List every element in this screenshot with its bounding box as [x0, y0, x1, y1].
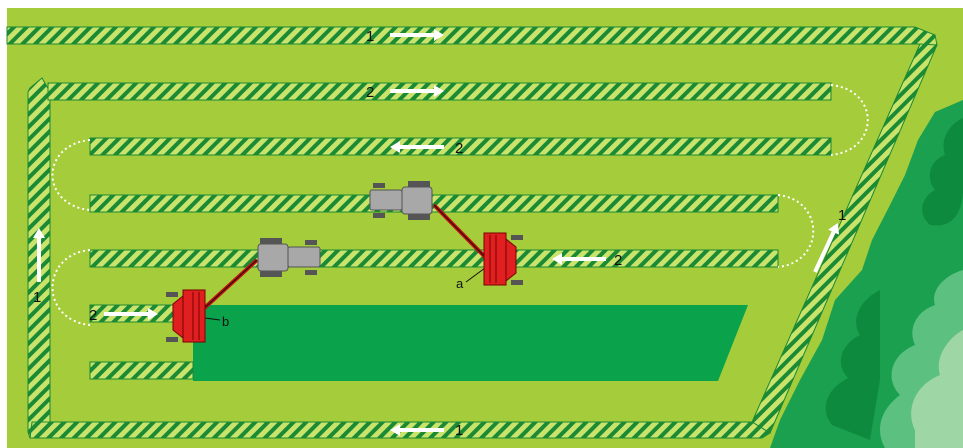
label-implement-b: b: [222, 314, 229, 329]
label-row-2: 2: [455, 140, 463, 157]
label-headland-right: 1: [838, 207, 846, 224]
headland-top: [7, 27, 937, 47]
label-implement-a: a: [456, 276, 464, 291]
label-row-4: 2: [614, 252, 622, 269]
label-headland-left: 1: [33, 289, 41, 306]
label-headland-top: 1: [366, 28, 374, 45]
row-6: [90, 362, 193, 379]
worked-area: [193, 305, 748, 381]
label-headland-bottom: 1: [455, 422, 463, 439]
label-row-6: 2: [89, 307, 97, 324]
row-3: [90, 195, 778, 212]
row-4: [90, 250, 778, 267]
label-row-1: 2: [366, 84, 374, 101]
